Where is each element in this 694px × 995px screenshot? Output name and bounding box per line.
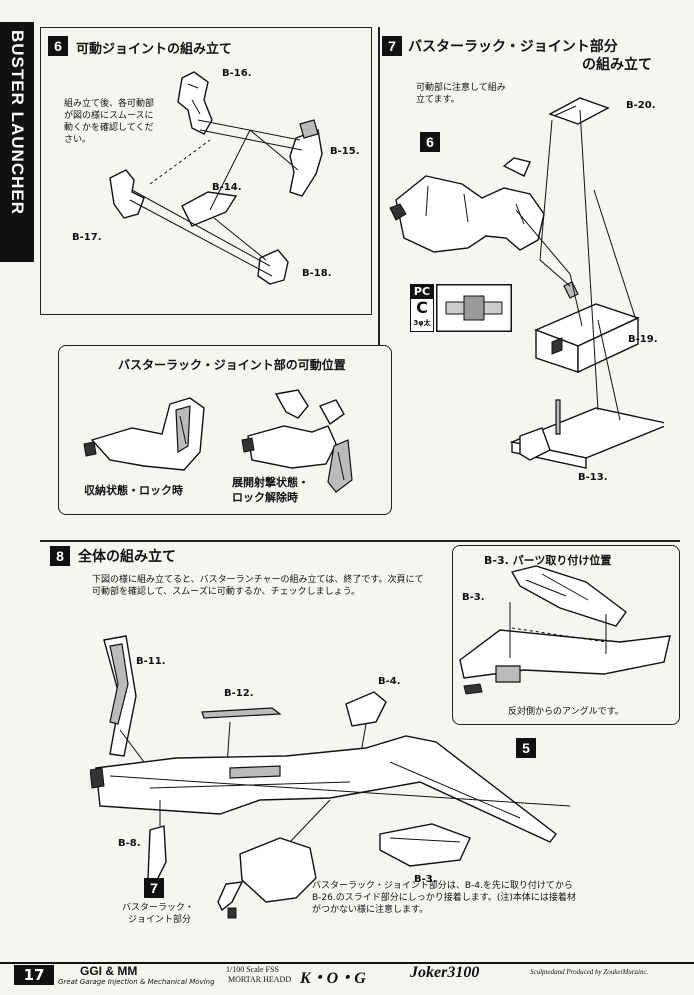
step8-part-b11: B-11. (136, 656, 166, 667)
step7-number: 7 (382, 36, 402, 56)
b3-position-caption: 反対側からのアングルです。 (508, 707, 624, 717)
step7-part-b13: B-13. (578, 472, 608, 483)
step8-part-b3: B-3. (414, 874, 437, 885)
pc-label: PC (411, 285, 433, 299)
step8-bottom-note: バスターラック・ジョイント部分は、B-4.を先に取り付けてからB-26.のスライ… (312, 881, 576, 915)
b3-position-box (452, 545, 680, 725)
step7-rack-illustration (389, 97, 664, 469)
rack-positions-title: バスターラック・ジョイント部の可動位置 (118, 358, 346, 372)
step7-ref-step6: 6 (420, 132, 440, 152)
footer-scale-line1: 1/100 Scale FSS (226, 965, 279, 974)
launcher-assembly-illustration (90, 635, 571, 919)
unlocked-caption-line1: 展開射撃状態・ (232, 476, 309, 489)
page-number: 17 (14, 965, 54, 985)
step6-part-b15: B-15. (330, 146, 360, 157)
step7-part-b20: B-20. (626, 100, 656, 111)
step6-joint-illustration (109, 71, 323, 285)
pc-part-badge: PC C 3φ太 (410, 284, 434, 332)
step8-title: 全体の組み立て (78, 549, 176, 565)
step6-number: 6 (48, 36, 68, 56)
pc-size: 3φ太 (413, 319, 431, 327)
unlocked-caption-line2: ロック解除時 (232, 491, 298, 504)
rack-positions-box (58, 345, 392, 515)
step6-part-b14: B-14. (212, 182, 242, 193)
step8-ref-step7: 7 (144, 878, 164, 898)
step6-title: 可動ジョイントの組み立て (76, 42, 233, 57)
pc-part-swatch (436, 284, 512, 332)
b3-position-title: B-3. パーツ取り付け位置 (484, 554, 612, 567)
step6-part-b18: B-18. (302, 268, 332, 279)
step6-part-b16: B-16. (222, 68, 252, 79)
footer-model: Joker3100 (410, 964, 480, 981)
section-side-tab: BUSTER LAUNCHER (0, 22, 34, 262)
footer-kog: K・O・G (300, 970, 366, 987)
step7-divider (378, 27, 380, 345)
locked-caption: 収納状態・ロック時 (84, 484, 183, 497)
b3-position-part: B-3. (462, 592, 485, 603)
footer-brand: GGI & MM (80, 964, 138, 978)
page-footer (0, 962, 694, 988)
step8-note: 下図の様に組み立てると、バスターランチャーの組み立ては、終了です。次頁にて可動部… (92, 575, 424, 597)
step7-title-line2: の組み立て (582, 57, 652, 73)
step8-number: 8 (50, 546, 70, 566)
step7-part-b19: B-19. (628, 334, 658, 345)
step6-panel (40, 27, 372, 315)
pc-letter: C (416, 298, 428, 317)
b3-position-illustration (459, 565, 671, 695)
step8-ref-step7-label-line1: バスターラック・ (122, 903, 194, 913)
footer-brand-sub: Great Garage Injection & Mechanical Movi… (58, 978, 215, 986)
step8-divider (40, 540, 680, 542)
rack-positions-illustration (83, 389, 353, 493)
step6-part-b17: B-17. (72, 232, 102, 243)
step8-part-b8: B-8. (118, 838, 141, 849)
step8-part-b4: B-4. (378, 676, 401, 687)
step8-ref-step7-label-line2: ジョイント部分 (128, 915, 192, 925)
step8-ref-step5: 5 (516, 738, 536, 758)
step6-note: 組み立て後、各可動部が図の様にスムースに動くかを確認してください。 (64, 99, 155, 145)
footer-credit: Sculptedand Produced by ZoukeiMurainc. (530, 968, 649, 976)
section-side-tab-label: BUSTER LAUNCHER (8, 30, 27, 215)
step7-title-line1: バスターラック・ジョイント部分 (408, 39, 618, 55)
step8-part-b12: B-12. (224, 688, 254, 699)
footer-scale-line2: MORTAR HEADD (228, 975, 292, 984)
step7-note: 可動部に注意して組み立てます。 (416, 83, 506, 105)
